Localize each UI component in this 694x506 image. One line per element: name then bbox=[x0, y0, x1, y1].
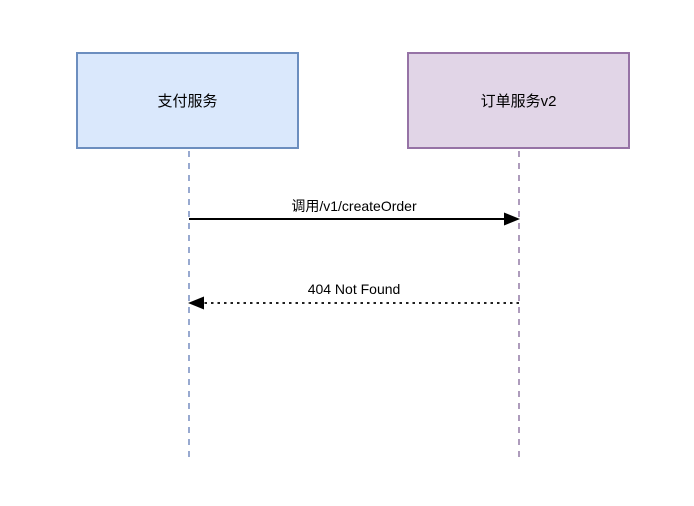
message-label-create-order-call: 调用/v1/createOrder bbox=[291, 198, 417, 214]
actor-box-order-service-v2: 订单服务v2 bbox=[407, 52, 630, 149]
message-label-404-not-found: 404 Not Found bbox=[307, 281, 401, 297]
actor-box-payment-service: 支付服务 bbox=[76, 52, 299, 149]
actor-label-payment-service: 支付服务 bbox=[157, 93, 218, 110]
arrowhead-right-icon bbox=[504, 212, 520, 226]
actor-label-order-service-v2: 订单服务v2 bbox=[480, 93, 557, 110]
arrowhead-left-icon bbox=[188, 296, 204, 310]
